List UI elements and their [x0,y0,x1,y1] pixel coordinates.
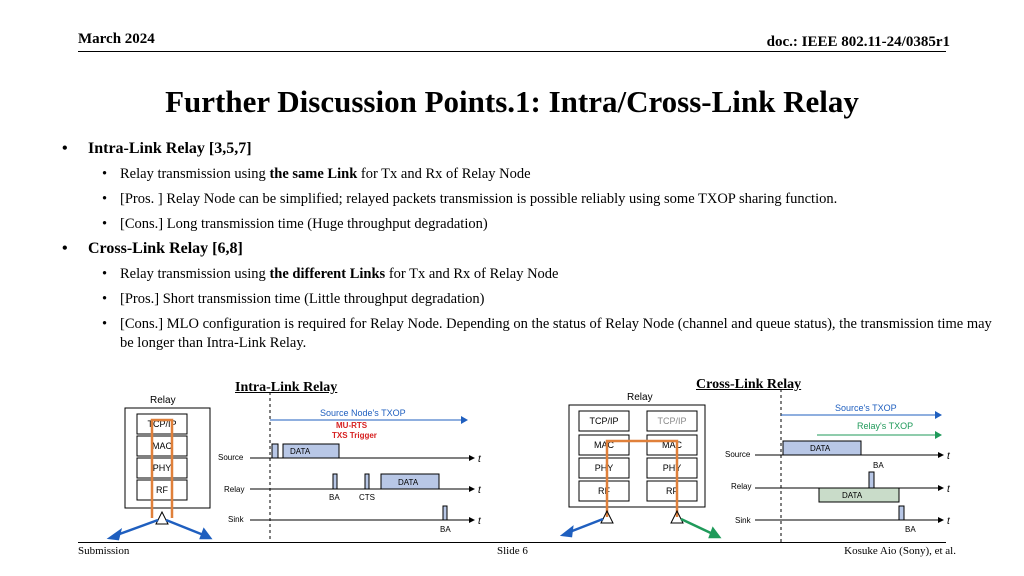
footer-slide-number: Slide 6 [497,545,528,557]
bullet-list: •Intra-Link Relay [3,5,7] •Relay transmi… [62,140,1002,359]
svg-text:RF: RF [666,486,678,496]
svg-text:PHY: PHY [595,463,614,473]
timeline-relay: Relay t BA DATA [731,461,951,503]
timeline-relay: Relay t BA CTS DATA [224,473,482,502]
svg-text:TCP/IP: TCP/IP [657,416,686,426]
svg-text:TXS Trigger: TXS Trigger [332,431,377,440]
header-doc-id: doc.: IEEE 802.11-24/0385r1 [766,34,950,50]
svg-text:BA: BA [873,461,884,470]
svg-text:BA: BA [440,525,451,534]
bullet-intra-2: •[Pros. ] Relay Node can be simplified; … [102,191,838,207]
svg-text:Source: Source [725,450,751,459]
bullet-intra-3: •[Cons.] Long transmission time (Huge th… [102,216,488,232]
svg-text:t: t [478,485,482,496]
cross-link-diagram: Relay TCP/IP MAC PHY RF TCP/IP MAC PHY R… [559,389,951,542]
svg-text:MU-RTS: MU-RTS [336,421,368,430]
svg-text:Source's TXOP: Source's TXOP [835,403,897,413]
svg-text:DATA: DATA [842,491,863,500]
svg-text:t: t [947,516,951,527]
svg-text:DATA: DATA [810,444,831,453]
txop-arrow-relay: Relay's TXOP [817,421,942,439]
svg-text:DATA: DATA [398,478,419,487]
slide-title: Further Discussion Points.1: Intra/Cross… [165,84,859,119]
svg-text:MAC: MAC [152,441,173,451]
wireless-arrow-blue [559,517,604,538]
txop-arrow-source: Source's TXOP [781,403,942,419]
protocol-stack-link-b: TCP/IP MAC PHY RF [646,410,698,502]
header-divider [78,51,946,52]
bullet-cross-2: •[Pros.] Short transmission time (Little… [102,291,485,307]
timeline-source: Source t DATA [218,443,482,465]
footer-submission: Submission [78,545,130,557]
svg-text:BA: BA [329,493,340,502]
timeline-source: Source t DATA [725,440,951,462]
svg-text:RF: RF [598,486,610,496]
svg-text:t: t [947,451,951,462]
bullet-cross-3: •[Cons.] MLO configuration is required f… [102,316,992,351]
relay-label: Relay [627,392,653,403]
svg-text:Source: Source [218,453,244,462]
svg-text:Relay's TXOP: Relay's TXOP [857,421,913,431]
relay-path [605,439,679,517]
svg-text:CTS: CTS [359,493,375,502]
antenna-icon-a [600,509,614,524]
svg-text:Source Node's TXOP: Source Node's TXOP [320,408,406,418]
svg-text:Relay: Relay [731,482,751,491]
svg-text:MAC: MAC [662,440,683,450]
relay-label: Relay [150,395,176,406]
svg-text:Sink: Sink [735,516,752,525]
relay-path [150,418,174,518]
svg-text:t: t [478,454,482,465]
svg-text:MAC: MAC [594,440,615,450]
wireless-arrows [106,518,213,541]
svg-text:t: t [478,516,482,527]
svg-text:Relay: Relay [224,485,244,494]
footer-divider [78,542,946,543]
timeline-sink: Sink t BA [228,505,482,534]
wireless-arrow-green [680,517,722,539]
bullet-cross-1: •Relay transmission using the different … [102,266,559,282]
txop-arrow: Source Node's TXOP [270,408,468,424]
bullet-intra-heading: •Intra-Link Relay [3,5,7] [62,140,252,157]
figure-caption-cross: Cross-Link Relay [696,377,802,392]
footer-author: Kosuke Aio (Sony), et al. [844,545,956,557]
intra-link-diagram: Relay TCP/IP MAC PHY RF Source Node's TX… [106,392,482,542]
svg-text:TCP/IP: TCP/IP [589,416,618,426]
antenna-icon [155,510,169,525]
svg-text:BA: BA [905,525,916,534]
protocol-stack: TCP/IP MAC PHY RF [136,413,188,501]
svg-text:DATA: DATA [290,447,311,456]
timeline-sink: Sink t BA [735,505,951,534]
antenna-icon-b [670,509,684,524]
bullet-cross-heading: •Cross-Link Relay [6,8] [62,240,243,257]
svg-text:t: t [947,484,951,495]
svg-text:TCP/IP: TCP/IP [147,419,176,429]
header-date: March 2024 [78,31,155,47]
svg-text:RF: RF [156,485,168,495]
figure-caption-intra: Intra-Link Relay [235,380,338,395]
bullet-intra-1: •Relay transmission using the same Link … [102,166,531,182]
svg-text:PHY: PHY [153,463,172,473]
svg-text:Sink: Sink [228,515,245,524]
svg-text:PHY: PHY [663,463,682,473]
protocol-stack-link-a: TCP/IP MAC PHY RF [578,410,630,502]
